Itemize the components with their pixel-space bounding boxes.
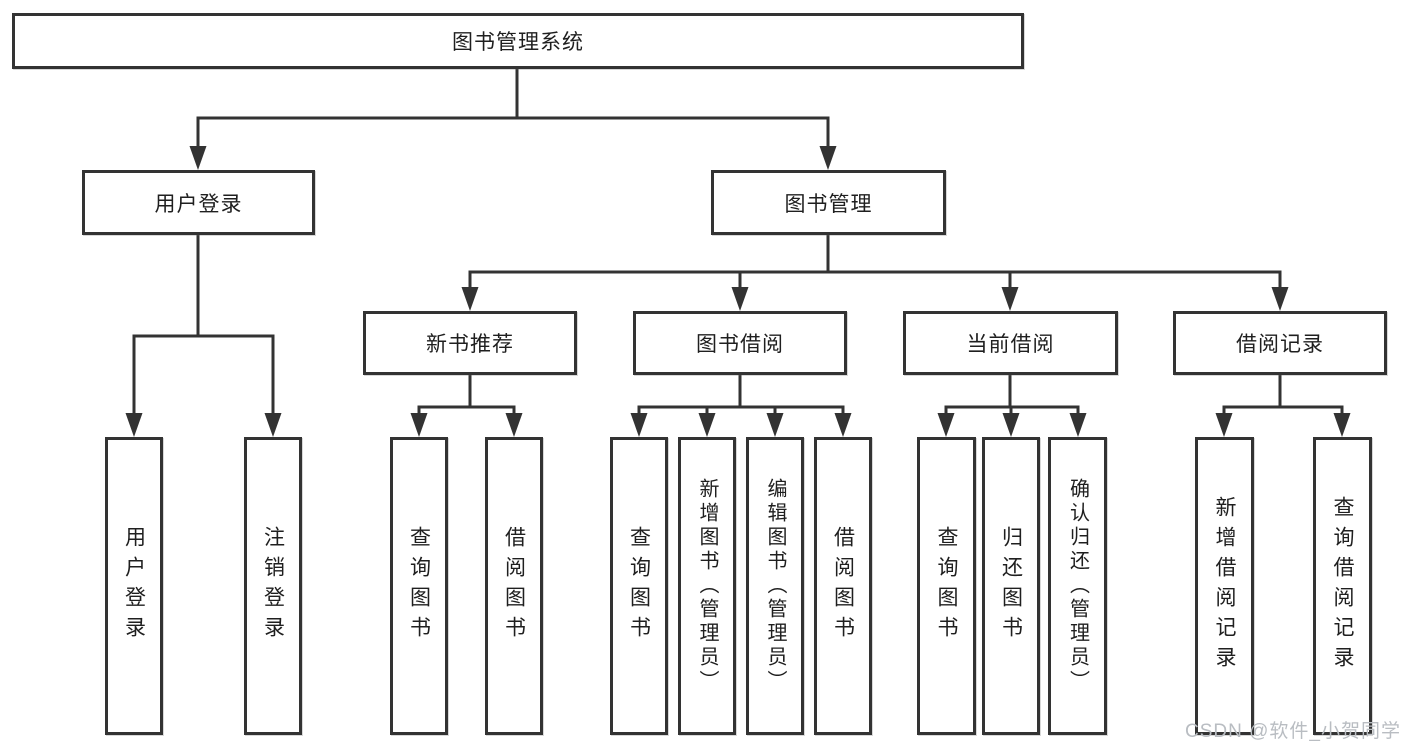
leaf-add-borrow-record-label: 新增借阅记录 xyxy=(1213,496,1236,676)
leaf-return-books: 归还图书 xyxy=(982,437,1040,735)
arrowhead xyxy=(937,413,955,437)
leaf-query-books-current-label: 查询图书 xyxy=(935,526,958,646)
node-new-book-recommend-label: 新书推荐 xyxy=(426,333,514,356)
arrowhead xyxy=(819,146,837,170)
leaf-borrow-books: 借阅图书 xyxy=(814,437,872,735)
arrowhead xyxy=(125,413,143,437)
connector-root xyxy=(196,69,830,148)
arrowhead xyxy=(1271,287,1289,311)
node-borrowing-records-label: 借阅记录 xyxy=(1236,333,1324,356)
node-root-label: 图书管理系统 xyxy=(452,31,584,54)
arrowhead xyxy=(1002,413,1020,437)
node-book-borrowing: 图书借阅 xyxy=(633,311,847,375)
leaf-query-books-recommend: 查询图书 xyxy=(390,437,448,735)
node-book-management-label: 图书管理 xyxy=(784,192,873,216)
arrowhead xyxy=(1001,287,1019,311)
leaf-query-books-borrowing: 查询图书 xyxy=(610,437,668,735)
leaf-borrow-books-label: 借阅图书 xyxy=(831,526,855,646)
node-current-borrowing-label: 当前借阅 xyxy=(966,333,1055,356)
node-book-management: 图书管理 xyxy=(711,170,946,235)
connector-new-book xyxy=(417,374,516,414)
node-borrowing-records: 借阅记录 xyxy=(1173,311,1387,375)
connector-borrowing-records xyxy=(1222,374,1344,414)
arrowhead xyxy=(264,413,282,437)
leaf-query-books-recommend-label: 查询图书 xyxy=(407,526,431,646)
node-current-borrowing: 当前借阅 xyxy=(903,311,1118,375)
arrowhead xyxy=(766,413,784,437)
arrowhead xyxy=(505,413,523,437)
node-new-book-recommend: 新书推荐 xyxy=(363,311,577,375)
leaf-borrow-books-recommend: 借阅图书 xyxy=(485,437,543,735)
leaf-user-login: 用户登录 xyxy=(105,437,163,735)
leaf-edit-book-admin-label: 编辑图书（管理员） xyxy=(764,478,786,694)
leaf-user-login-label: 用户登录 xyxy=(122,526,146,646)
leaf-query-books-borrowing-label: 查询图书 xyxy=(627,526,651,646)
node-root: 图书管理系统 xyxy=(12,13,1024,69)
connector-book-management xyxy=(468,234,1282,288)
node-user-login-label: 用户登录 xyxy=(154,192,243,216)
connector-user-login xyxy=(132,234,275,413)
arrowhead xyxy=(1333,413,1351,437)
arrowhead xyxy=(189,146,207,170)
leaf-query-borrow-record-label: 查询借阅记录 xyxy=(1331,496,1354,676)
node-book-borrowing-label: 图书借阅 xyxy=(696,333,784,356)
leaf-add-book-admin: 新增图书（管理员） xyxy=(678,437,736,735)
leaf-edit-book-admin: 编辑图书（管理员） xyxy=(746,437,804,735)
arrowhead xyxy=(834,413,852,437)
leaf-logout-label: 注销登录 xyxy=(261,526,285,646)
connector-book-borrowing xyxy=(637,374,845,414)
leaf-add-book-admin-label: 新增图书（管理员） xyxy=(696,478,718,694)
leaf-logout: 注销登录 xyxy=(244,437,302,735)
arrowhead xyxy=(1215,413,1233,437)
arrowhead xyxy=(410,413,428,437)
connector-current-borrowing xyxy=(944,374,1080,414)
leaf-borrow-books-recommend-label: 借阅图书 xyxy=(502,526,526,646)
leaf-return-books-label: 归还图书 xyxy=(999,526,1023,646)
arrowhead xyxy=(461,287,479,311)
leaf-confirm-return-admin: 确认归还（管理员） xyxy=(1048,437,1107,735)
leaf-add-borrow-record: 新增借阅记录 xyxy=(1195,437,1254,735)
arrowhead xyxy=(1069,413,1087,437)
arrowhead xyxy=(630,413,648,437)
arrowhead xyxy=(698,413,716,437)
node-user-login: 用户登录 xyxy=(82,170,315,235)
arrowhead xyxy=(731,287,749,311)
leaf-query-borrow-record: 查询借阅记录 xyxy=(1313,437,1372,735)
leaf-query-books-current: 查询图书 xyxy=(917,437,976,735)
watermark: CSDN @软件_小贺同学 xyxy=(1185,721,1401,742)
leaf-confirm-return-admin-label: 确认归还（管理员） xyxy=(1066,478,1089,694)
